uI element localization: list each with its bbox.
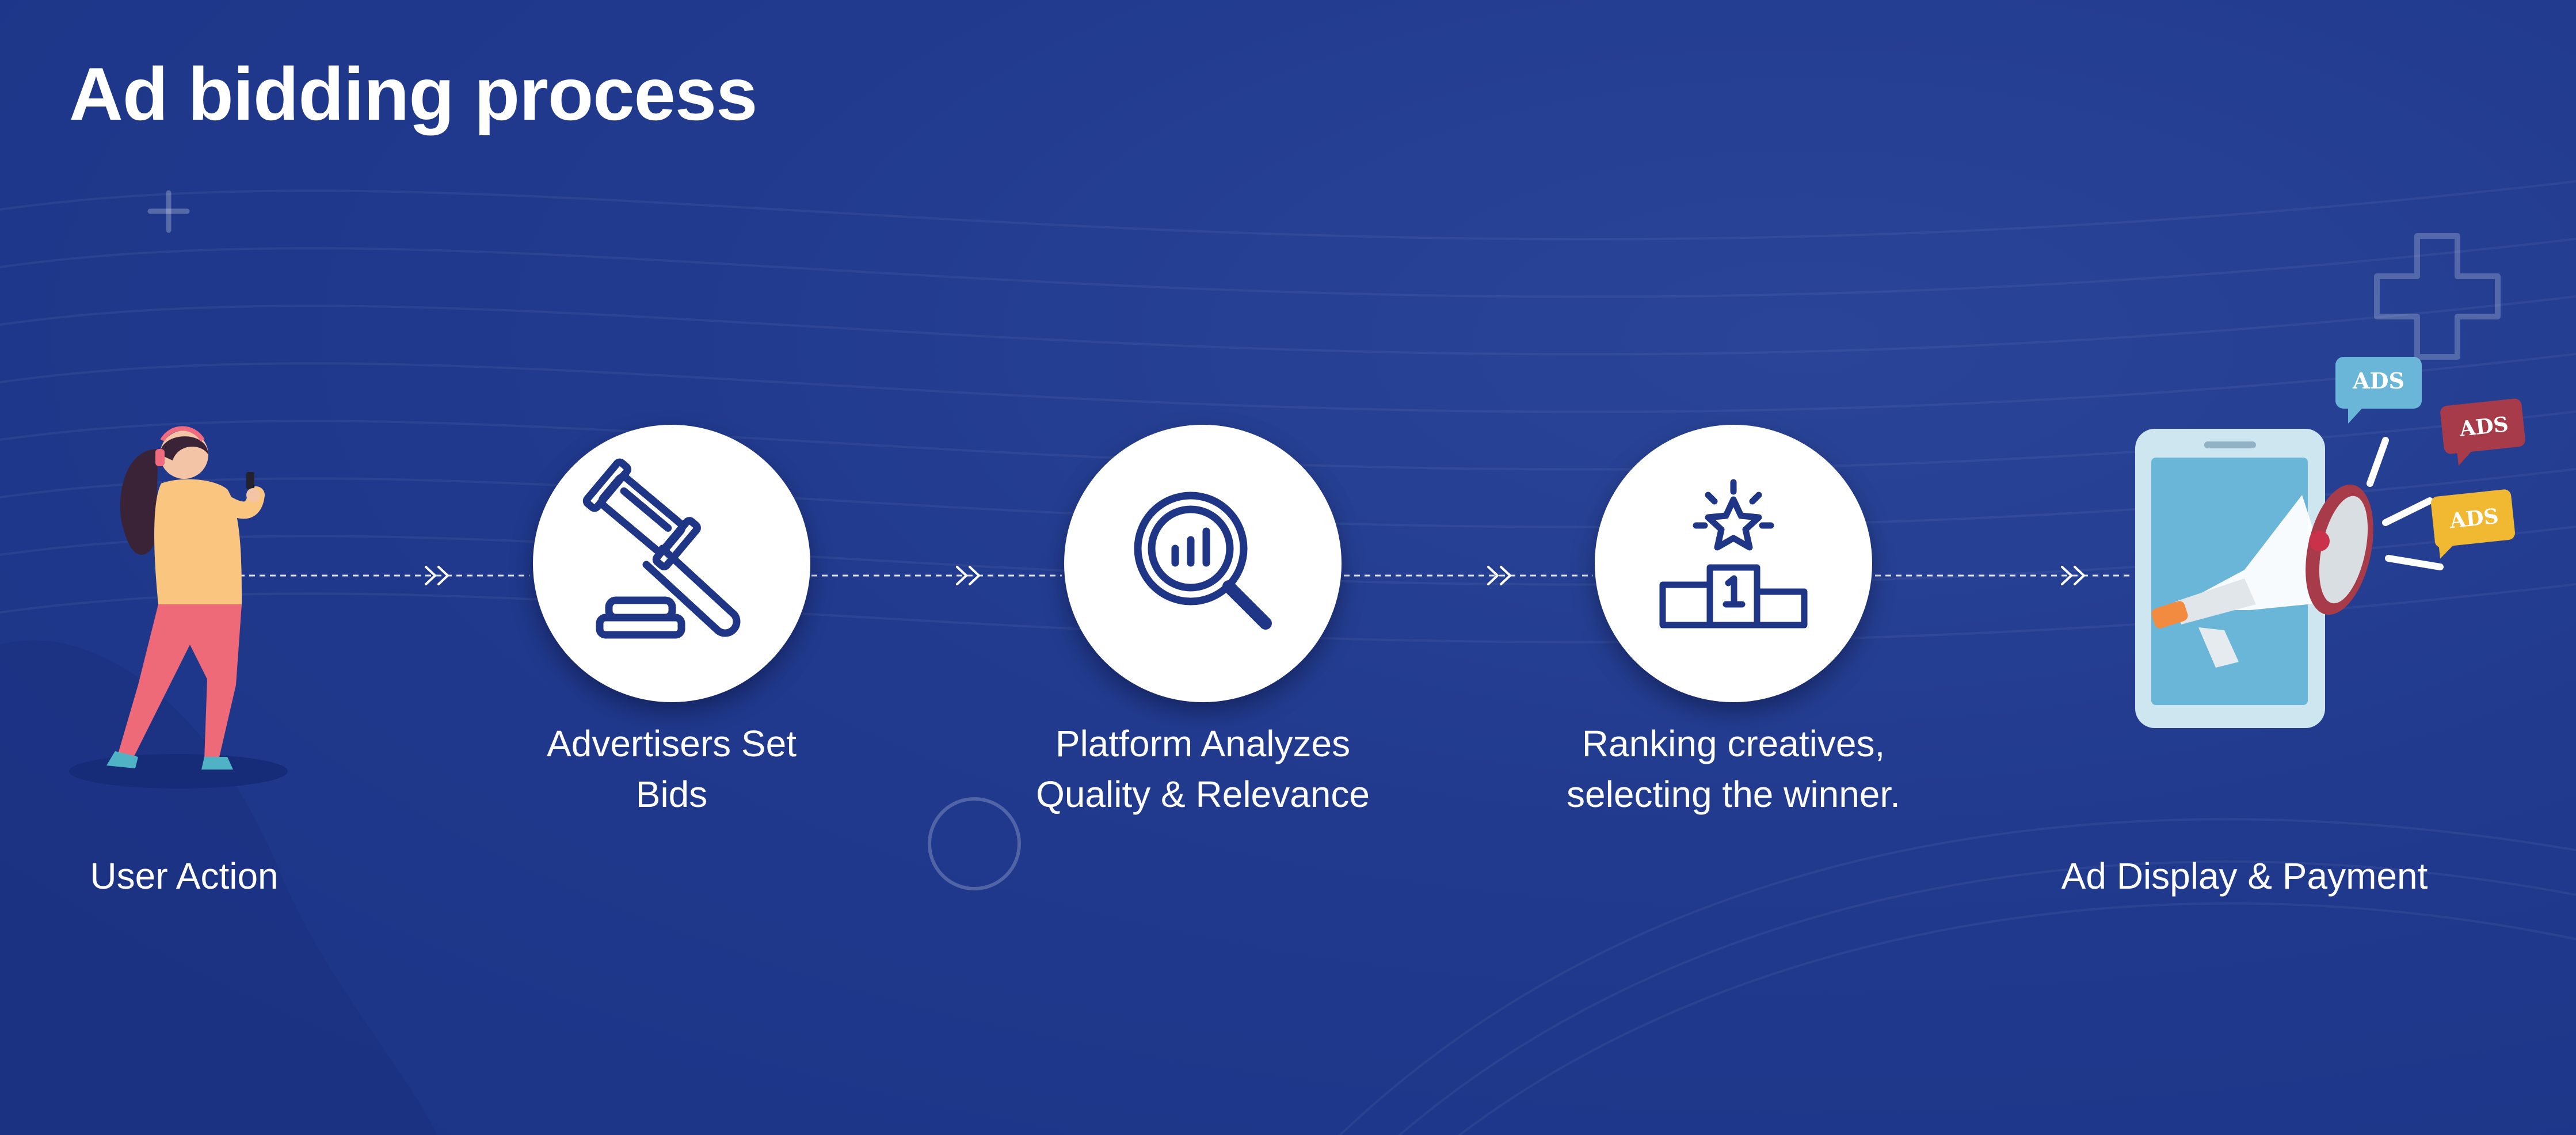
step-label-line: Ranking creatives, xyxy=(1582,723,1885,764)
page-title: Ad bidding process xyxy=(69,52,757,136)
step-label-analyze: Platform Analyzes Quality & Relevance xyxy=(984,718,1422,820)
step-label-line: Bids xyxy=(635,774,708,815)
step-label-line: selecting the winner. xyxy=(1567,774,1900,815)
step-label-ranking: Ranking creatives, selecting the winner. xyxy=(1509,718,1958,820)
step-label-line: Quality & Relevance xyxy=(1036,774,1370,815)
ranking-step-circle xyxy=(1595,425,1872,702)
step-label-display-payment: Ad Display & Payment xyxy=(2003,851,2486,901)
step-label-line: Advertisers Set xyxy=(547,723,797,764)
bid-step-circle xyxy=(533,425,810,702)
podium-star-icon xyxy=(1659,479,1808,629)
woman-with-phone-icon xyxy=(69,426,288,789)
step-label-user-action: User Action xyxy=(46,851,322,901)
ads-bubble-yellow: ADS xyxy=(2431,489,2515,559)
ads-bubble-red: ADS xyxy=(2440,398,2525,466)
ads-text: ADS xyxy=(2458,412,2510,441)
phone-megaphone-ads-icon: ADS ADS ADS xyxy=(2135,357,2525,728)
ads-text: ADS xyxy=(2352,368,2404,394)
step-label-line: Platform Analyzes xyxy=(1055,723,1351,764)
step-label-set-bids: Advertisers Set Bids xyxy=(487,718,856,820)
analyze-step-circle xyxy=(1064,425,1342,702)
step-label-line: Ad Display & Payment xyxy=(2061,855,2428,897)
step-label-line: User Action xyxy=(90,855,279,897)
ads-text: ADS xyxy=(2448,504,2500,534)
magnifier-chart-icon xyxy=(1134,492,1272,630)
ads-bubble-blue: ADS xyxy=(2335,357,2422,424)
gavel-icon xyxy=(582,458,741,639)
